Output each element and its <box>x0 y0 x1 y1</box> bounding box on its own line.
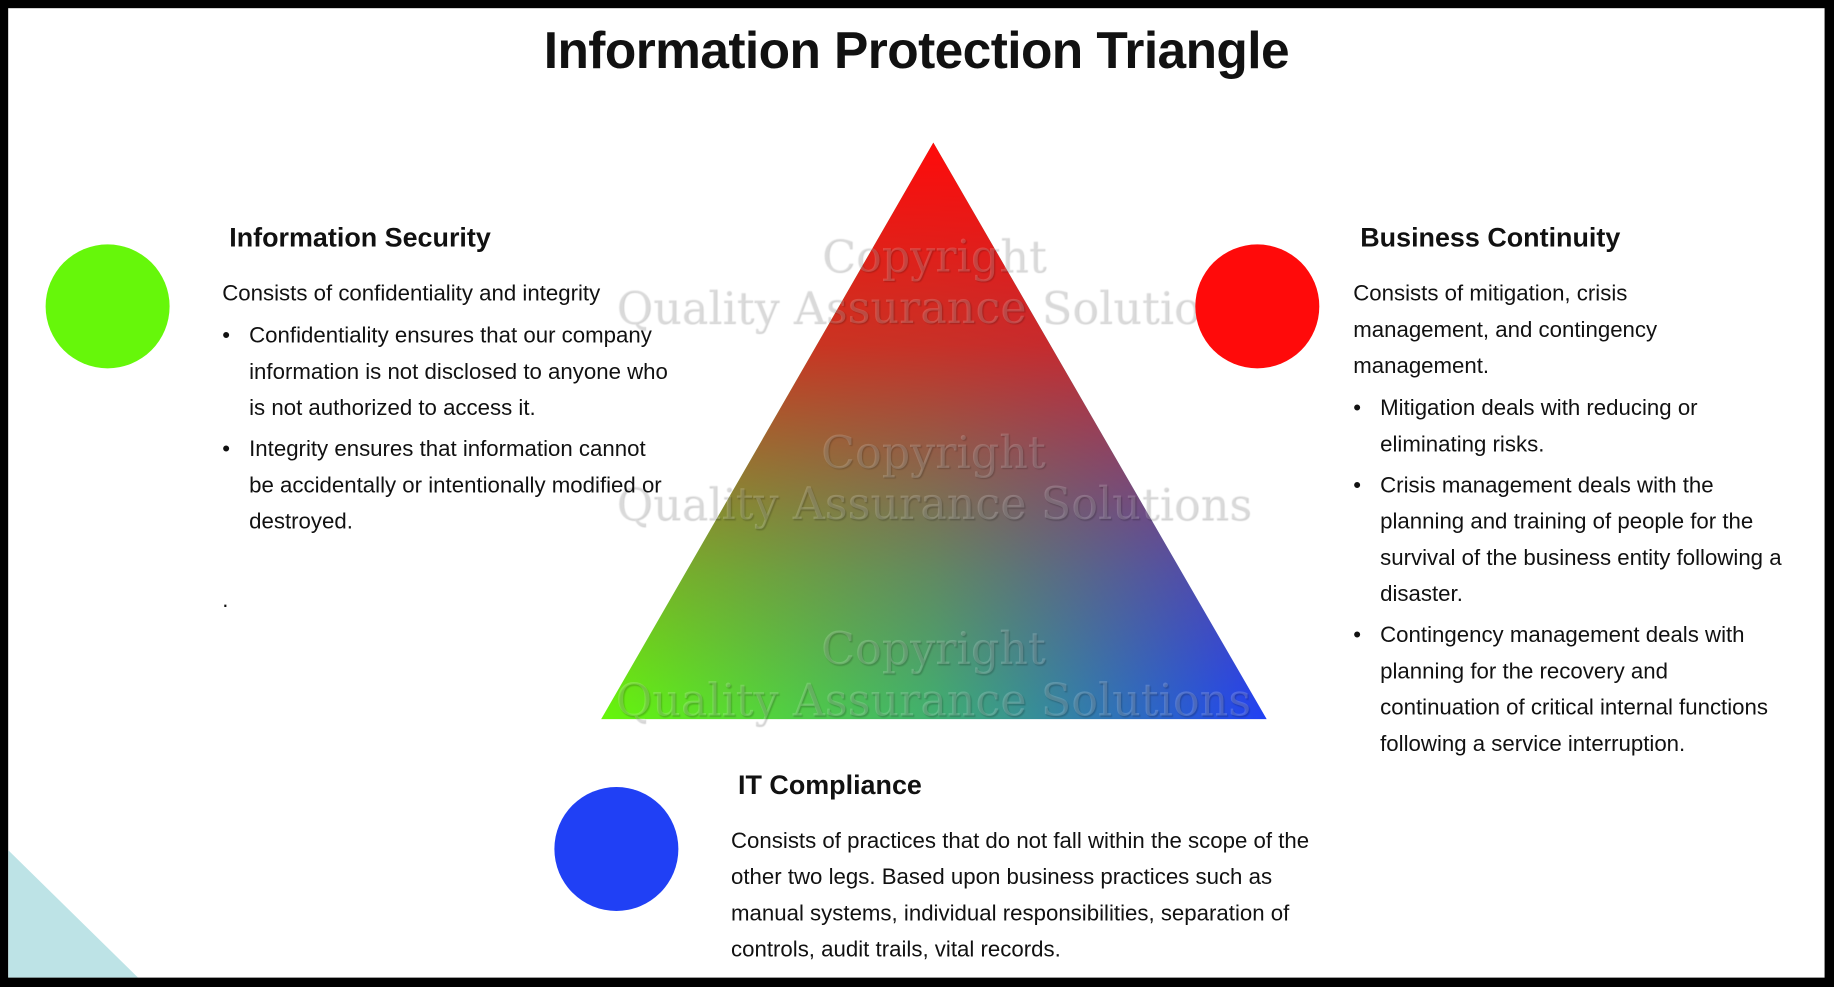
page-title: Information Protection Triangle <box>543 22 1290 80</box>
security-bullets: Confidentiality ensures that our company… <box>222 318 672 540</box>
compliance-text: Consists of practices that do not fall w… <box>731 823 1339 974</box>
protection-triangle <box>601 142 1267 720</box>
compliance-body: Consists of practices that do not fall w… <box>731 829 1310 963</box>
continuity-intro: Consists of mitigation, crisis managemen… <box>1353 281 1658 379</box>
bullet-item: Contingency management deals with planni… <box>1353 617 1778 762</box>
continuity-bullets: Mitigation deals with reducing or elimin… <box>1353 391 1803 763</box>
compliance-circle <box>554 787 679 911</box>
security-text: Consists of confidentiality and integrit… <box>222 276 672 624</box>
compliance-heading: IT Compliance <box>738 769 922 800</box>
bullet-item: Confidentiality ensures that our company… <box>222 318 672 427</box>
trailing-dot: . <box>222 588 229 613</box>
security-circle <box>45 244 170 369</box>
bullet-item: Integrity ensures that information canno… <box>222 432 672 541</box>
bullet-item: Crisis management deals with the plannin… <box>1353 468 1803 613</box>
slide: Information Protection Triangle Copyrigh… <box>8 8 1825 978</box>
security-heading: Information Security <box>229 222 491 253</box>
continuity-heading: Business Continuity <box>1360 222 1621 253</box>
bullet-item: Mitigation deals with reducing or elimin… <box>1353 391 1731 464</box>
security-intro: Consists of confidentiality and integrit… <box>222 281 601 307</box>
continuity-circle <box>1195 244 1320 369</box>
corner-decoration <box>8 850 139 978</box>
continuity-text: Consists of mitigation, crisis managemen… <box>1353 276 1803 767</box>
